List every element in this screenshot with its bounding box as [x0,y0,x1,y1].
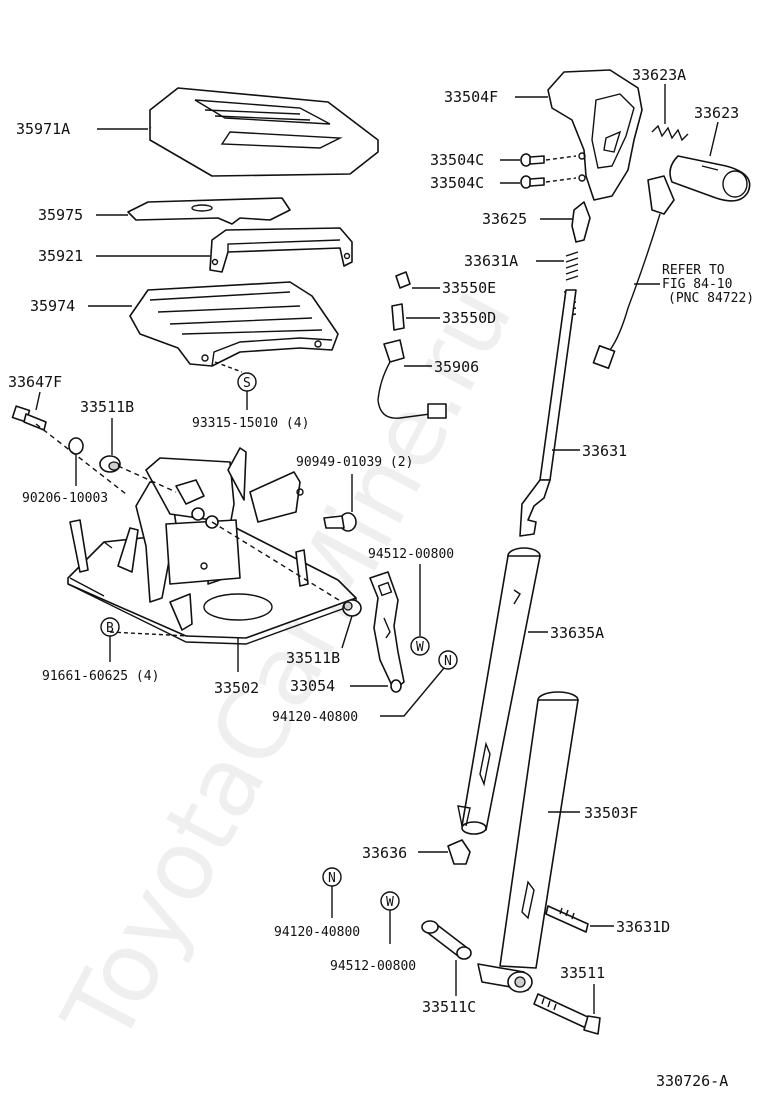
callout-35975: 35975 [38,206,83,224]
symbol-w1-circle [410,636,430,656]
figure-code: 330726-A [656,1072,728,1090]
callout-33511: 33511 [560,964,605,982]
part-33623-button [669,155,751,202]
refer-line-3: (PNC 84722) [668,291,754,306]
part-90949-clip [323,512,357,532]
part-33511B-bottom-bushing [342,599,362,617]
part-35974-gate [129,281,339,367]
part-33631D-pin [545,905,589,933]
callout-33550D: 33550D [442,309,496,327]
callout-33054: 33054 [290,677,335,695]
part-35906-socket [377,339,447,419]
part-33502-base-plate [67,447,357,645]
dash-33504C [545,155,577,183]
symbol-w2: W [386,895,394,910]
part-33623A-spring [651,124,689,142]
callout-33550E: 33550E [442,279,496,297]
part-33550D-bulb [391,303,405,331]
callout-33636: 33636 [362,844,407,862]
callout-94512-a: 94512-00800 [368,547,454,562]
leader-33511B-bot [341,615,353,649]
part-35975-plate [127,197,291,225]
callout-33631A: 33631A [464,252,518,270]
part-90206-washer [68,437,84,455]
part-33631A-spring [565,251,579,281]
callout-90206: 90206-10003 [22,491,108,506]
part-33511C-bushing [421,920,472,960]
callout-35974: 35974 [30,297,75,315]
callout-90949: 90949-01039 (2) [296,455,413,470]
callout-93315: 93315-15010 (4) [192,416,309,431]
refer-line-2: FIG 84-10 [662,277,732,292]
part-33631-rod [519,289,577,537]
leader-33623 [709,121,719,157]
callout-33504F: 33504F [444,88,498,106]
symbol-b1: B [106,621,114,636]
callout-33635A: 33635A [550,624,604,642]
callout-35921: 35921 [38,247,83,265]
part-33504C-screws [520,153,545,189]
symbol-w1: W [416,640,424,655]
callout-33511B-bot: 33511B [286,649,340,667]
part-35921-bracket [209,227,353,273]
callout-94120-a: 94120-40800 [272,710,358,725]
callout-33647F: 33647F [8,373,62,391]
part-33511-bolt [533,993,601,1035]
part-33550E-pin [395,271,411,289]
symbol-n2: N [328,871,336,886]
callout-94120-b: 94120-40800 [274,925,360,940]
part-33635A-shaft [457,547,541,835]
callout-33631D: 33631D [616,918,670,936]
callout-33625: 33625 [482,210,527,228]
callout-33511C: 33511C [422,998,476,1016]
callout-33623A: 33623A [632,66,686,84]
callout-33631: 33631 [582,442,627,460]
part-35971A-cover [149,87,379,177]
callout-33623: 33623 [694,104,739,122]
leader-94120-a [380,667,445,717]
part-33503F-lever [477,691,579,993]
part-cable-connector [592,175,675,369]
callout-91661: 91661-60625 (4) [42,669,159,684]
dash-33511B-bot [211,521,343,603]
dash-33511B-top [117,465,177,493]
dash-33647F [35,423,127,495]
part-33625-slider [571,201,591,243]
part-33636-clip [447,839,471,865]
dash-b1 [109,631,189,637]
refer-line-1: REFER TO [662,263,725,278]
symbol-s1: S [243,376,251,391]
leader-s1 [214,361,243,373]
part-33511B-top-bushing [99,455,121,473]
part-33054-link [369,571,405,693]
symbol-n1-circle [438,650,458,670]
symbol-n1: N [444,654,452,669]
callout-33504C-1: 33504C [430,151,484,169]
callout-35971A: 35971A [16,120,70,138]
callout-33511B-top: 33511B [80,398,134,416]
callout-33503F: 33503F [584,804,638,822]
callout-94512-b: 94512-00800 [330,959,416,974]
callout-33504C-2: 33504C [430,174,484,192]
callout-35906: 35906 [434,358,479,376]
callout-33502: 33502 [214,679,259,697]
part-33504F-knob [547,69,643,201]
part-33647F-bolt [11,405,47,431]
leader-33647F [35,391,41,411]
